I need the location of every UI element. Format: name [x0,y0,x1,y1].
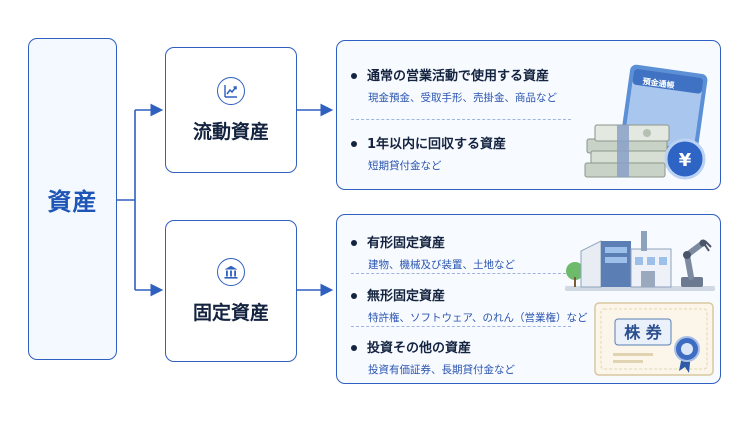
detail-item-title: 無形固定資産 [367,289,446,304]
detail-item-sub: 短期貸付金など [368,160,442,172]
root-label: 資産 [47,187,98,216]
detail-item: 投資その他の資産 投資有価証券、長期貸付金など [351,337,515,377]
seal-ribbon-icon [674,336,700,373]
factory-illustration [565,231,715,291]
bullet-icon [351,239,357,246]
factory-icon [565,231,715,291]
bullet-icon [351,72,357,79]
dashed-divider [351,326,571,327]
fixed-assets-detail-panel: 有形固定資産 建物、機械及び装置、土地など 無形固定資産 特許権、ソフトウェア、… [336,214,721,384]
detail-item-title: 通常の営業活動で使用する資産 [367,69,550,84]
cash-passbook-illustration: 預金通帳 ¥ [584,64,708,180]
bullet-icon [351,344,357,351]
root-assets-box: 資産 [28,38,117,360]
detail-item: 1年以内に回収する資産 短期貸付金など [351,133,506,173]
current-assets-label: 流動資産 [192,120,269,143]
detail-item-sub: 建物、機械及び装置、土地など [368,259,515,271]
fixed-assets-label: 固定資産 [192,301,269,324]
chart-trend-icon [217,76,245,105]
yen-coin-icon: ¥ [664,138,706,180]
banknote-stack-icon [584,124,672,178]
detail-item: 有形固定資産 建物、機械及び装置、土地など [351,232,515,272]
dashed-divider [351,119,571,120]
robot-arm-icon [681,239,712,287]
yen-symbol: ¥ [679,150,692,171]
bullet-icon [351,140,357,147]
current-assets-box: 流動資産 [165,47,297,173]
passbook-label: 預金通帳 [642,76,675,90]
detail-item-title: 投資その他の資産 [367,341,472,356]
current-assets-detail-panel: 通常の営業活動で使用する資産 現金預金、受取手形、売掛金、商品など 1年以内に回… [336,40,721,190]
stock-certificate-illustration: 株 券 [594,302,714,376]
root-connector [117,110,136,290]
fixed-assets-box: 固定資産 [165,220,297,362]
detail-item-sub: 現金預金、受取手形、売掛金、商品など [368,92,557,104]
certificate-label: 株 券 [624,323,663,342]
detail-item: 無形固定資産 特許権、ソフトウェア、のれん（営業権）など [351,285,587,325]
detail-item: 通常の営業活動で使用する資産 現金預金、受取手形、売掛金、商品など [351,65,557,105]
bank-building-icon [217,257,245,286]
dashed-divider [351,273,571,274]
bullet-icon [351,292,357,299]
detail-item-title: 有形固定資産 [367,236,446,251]
detail-item-sub: 投資有価証券、長期貸付金など [368,364,515,376]
detail-item-sub: 特許権、ソフトウェア、のれん（営業権）など [368,312,588,324]
detail-item-title: 1年以内に回収する資産 [367,137,507,152]
